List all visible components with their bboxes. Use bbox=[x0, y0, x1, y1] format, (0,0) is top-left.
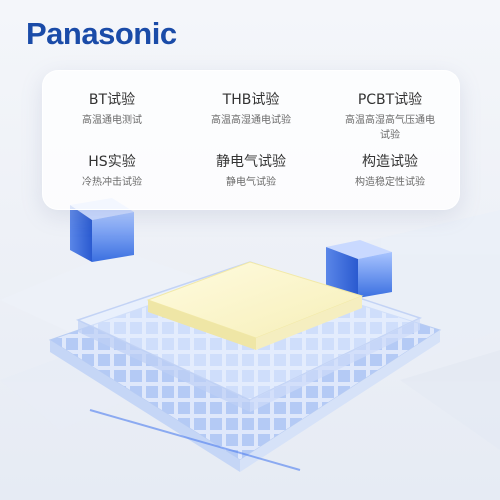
test-subtitle: 高温高湿高气压通电试验 bbox=[345, 115, 435, 141]
test-title: HS实验 bbox=[88, 154, 136, 170]
test-item-hs: HS实验 冷热冲击试验 bbox=[43, 153, 181, 190]
test-subtitle: 高温高湿通电试验 bbox=[211, 115, 291, 126]
test-item-pcbt: PCBT试验 高温高湿高气压通电试验 bbox=[321, 91, 459, 143]
test-title: THB试验 bbox=[222, 92, 280, 108]
test-title: BT试验 bbox=[88, 92, 136, 108]
test-title: 静电气试验 bbox=[216, 154, 286, 170]
test-item-esd: 静电气试验 静电气试验 bbox=[182, 153, 320, 190]
test-subtitle: 高温通电测试 bbox=[82, 115, 142, 126]
test-title: 构造试验 bbox=[362, 154, 418, 170]
test-subtitle: 冷热冲击试验 bbox=[82, 177, 142, 188]
blue-cube-right bbox=[326, 240, 392, 298]
test-subtitle: 构造稳定性试验 bbox=[355, 177, 425, 188]
panasonic-logo: Panasonic bbox=[26, 16, 177, 51]
test-item-bt: BT试验 高温通电测试 bbox=[43, 91, 181, 128]
test-item-thb: THB试验 高温高湿通电试验 bbox=[182, 91, 320, 128]
test-title: PCBT试验 bbox=[357, 92, 423, 108]
test-list-card: BT试验 高温通电测试 THB试验 高温高湿通电试验 PCBT试验 高温高湿高气… bbox=[42, 70, 460, 210]
test-item-structure: 构造试验 构造稳定性试验 bbox=[321, 153, 459, 190]
test-subtitle: 静电气试验 bbox=[226, 177, 276, 188]
